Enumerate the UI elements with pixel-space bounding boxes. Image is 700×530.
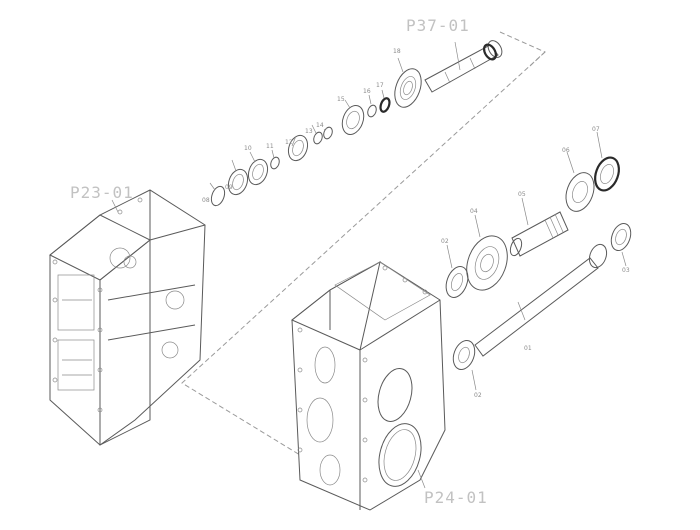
- part-label-04: 04: [470, 208, 478, 215]
- part-label-06: 06: [562, 147, 570, 154]
- assembly-label-p37-01: P37-01: [406, 16, 470, 35]
- part-label-01: 01: [524, 345, 532, 352]
- assembly-label-p23-01: P23-01: [70, 183, 134, 202]
- shaft-p37-01: [424, 40, 503, 93]
- part-label-15: 15: [337, 96, 345, 103]
- part-label-02-lower: 02: [474, 392, 482, 399]
- part-label-13: 13: [305, 128, 313, 135]
- part-label-10: 10: [244, 145, 252, 152]
- part-label-09: 09: [225, 184, 233, 191]
- part-label-17: 17: [376, 82, 384, 89]
- housing-p23-01: [49, 189, 206, 446]
- lower-parts-stack: [445, 131, 632, 391]
- part-label-05: 05: [518, 191, 526, 198]
- part-label-12: 12: [285, 139, 293, 146]
- upper-parts-stack: [209, 57, 422, 207]
- part-label-14: 14: [316, 122, 324, 129]
- part-label-07: 07: [592, 126, 600, 133]
- part-label-08: 08: [202, 197, 210, 204]
- housing-p24-01: [291, 261, 446, 511]
- assembly-label-p24-01: P24-01: [424, 488, 488, 507]
- part-label-02-upper: 02: [441, 238, 449, 245]
- part-label-11: 11: [266, 143, 274, 150]
- part-label-03: 03: [622, 267, 630, 274]
- part-label-18: 18: [393, 48, 401, 55]
- part-label-16: 16: [363, 88, 371, 95]
